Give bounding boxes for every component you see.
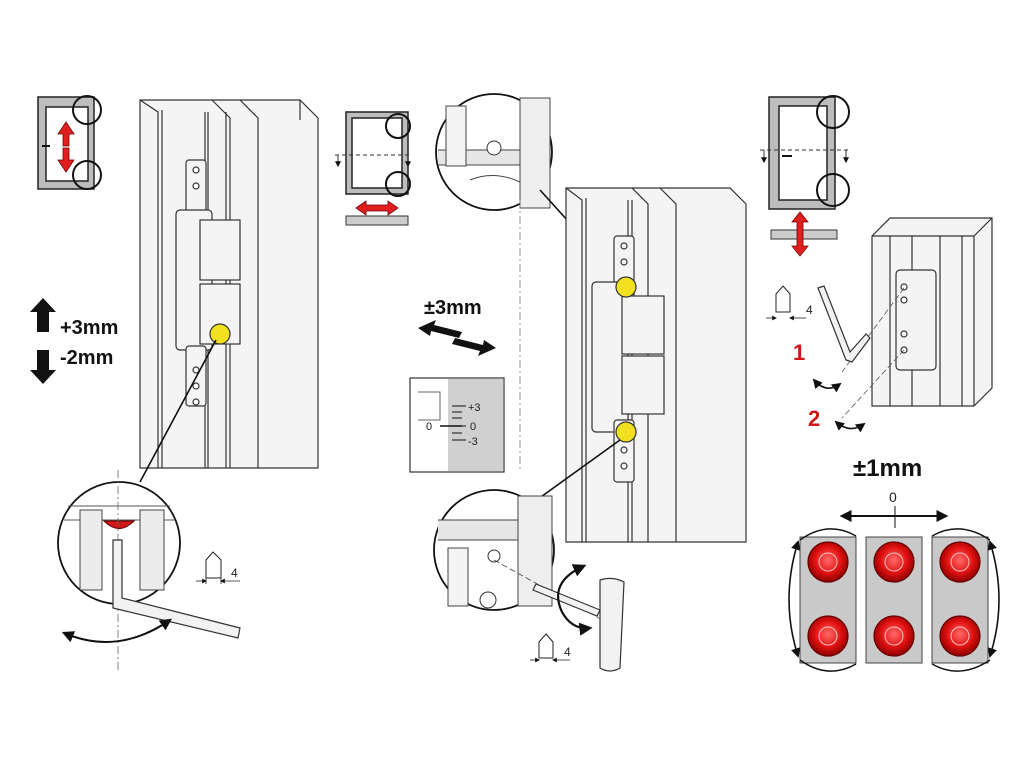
door-profile-1 (139, 99, 319, 469)
frame-icon-lateral (335, 111, 412, 226)
hex-key-size-indicator-3: 4 (766, 285, 813, 321)
eccentric-cam-plates (788, 528, 1000, 672)
panel-vertical-adjustment: +3mm -2mm 4 (30, 95, 319, 670)
scale-label-minus3: -3 (468, 436, 478, 448)
label-plus-3mm: +3mm (60, 317, 118, 339)
panel-compression-adjustment: 4 1 2 ±1mm 0 (760, 95, 1000, 672)
scale-label-zero-left: 0 (426, 421, 432, 433)
cam-icon (873, 615, 915, 657)
adjustment-point-highlight (209, 323, 231, 345)
scale-label-plus3: +3 (468, 402, 481, 414)
frame-icon-compression (760, 95, 850, 257)
door-profile-3 (871, 217, 993, 407)
hex-size-label-3: 4 (806, 303, 813, 317)
hex-size-label: 4 (231, 566, 238, 580)
arrow-right-icon (452, 338, 496, 356)
arrow-left-right-icon (355, 200, 399, 216)
label-pm-3mm: ±3mm (424, 297, 482, 319)
adjustment-point-highlight-top (615, 276, 637, 298)
arrow-up-icon (30, 298, 56, 332)
hex-size-label-2: 4 (564, 645, 571, 659)
label-minus-2mm: -2mm (60, 347, 113, 369)
rotate-arrow-icon (61, 618, 172, 643)
rotate-arrow-icon (812, 378, 842, 393)
frame-icon-vertical (37, 95, 102, 190)
label-pm-1mm: ±1mm (853, 455, 922, 482)
detail-circle-bottom-screw (433, 489, 555, 611)
door-profile-2 (565, 187, 747, 543)
cam-icon (807, 615, 849, 657)
center-zero-label: 0 (889, 489, 897, 505)
arrow-down-icon (57, 147, 75, 173)
cam-icon (939, 615, 981, 657)
cam-icon (807, 541, 849, 583)
allen-key-icon (112, 539, 241, 639)
rotate-arrow-icon (834, 420, 866, 433)
arrow-up-icon (57, 121, 75, 147)
cam-icon (873, 541, 915, 583)
adjustment-scale: +3 0 -3 0 (409, 377, 505, 473)
scale-label-zero: 0 (470, 421, 476, 433)
allen-key-icon (817, 285, 871, 363)
arrow-up-down-icon (791, 211, 809, 257)
cam-icon (939, 541, 981, 583)
step-2-label: 2 (808, 406, 820, 431)
hex-key-size-indicator: 4 (196, 551, 240, 584)
arrow-down-icon (30, 350, 56, 384)
rotate-arrow-icon (557, 564, 593, 636)
step-1-label: 1 (793, 340, 805, 365)
adjustment-point-highlight-bottom (615, 421, 637, 443)
detail-circle-top-screw (435, 93, 553, 211)
hex-key-size-indicator-2: 4 (530, 633, 571, 663)
arrow-left-icon (418, 320, 462, 338)
panel-lateral-adjustment: ±3mm +3 0 -3 0 (335, 93, 747, 672)
